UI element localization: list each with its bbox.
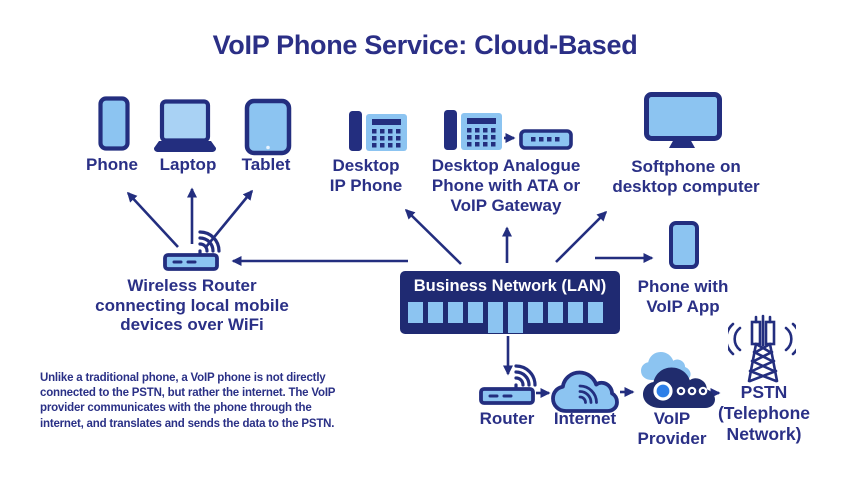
voip-app-phone-icon xyxy=(669,221,699,269)
page-title: VoIP Phone Service: Cloud-Based xyxy=(212,30,638,60)
voip-app-phone-label: Phone with VoIP App xyxy=(637,277,729,316)
tablet-label: Tablet xyxy=(241,155,291,174)
laptop-icon xyxy=(153,99,217,153)
lan-port xyxy=(408,302,423,323)
laptop-label: Laptop xyxy=(159,155,217,174)
softphone-label: Softphone on desktop computer xyxy=(612,157,760,196)
lan-port xyxy=(428,302,443,323)
lan-port xyxy=(468,302,483,323)
desk-phone-icon xyxy=(349,111,407,151)
arrow-lan-to-softphone xyxy=(555,210,608,263)
desktop-ip-phone-label: Desktop IP Phone xyxy=(329,156,403,195)
lan-box: Business Network (LAN) xyxy=(400,271,620,334)
ata-adapter-icon xyxy=(519,129,573,150)
arrow-lan-to-desktop-ip-phone xyxy=(404,208,462,265)
wireless-router-label: Wireless Router connecting local mobile … xyxy=(95,276,289,334)
analogue-phone-icon xyxy=(444,110,502,150)
voip-provider-icon xyxy=(641,352,715,408)
lan-port xyxy=(448,302,463,323)
arrow-router-to-phone xyxy=(126,191,179,248)
lan-port xyxy=(508,302,523,333)
monitor-icon xyxy=(644,92,722,148)
tablet-icon xyxy=(244,98,292,156)
phone-label: Phone xyxy=(86,155,138,174)
lan-port xyxy=(528,302,543,323)
voip-provider-label: VoIP Provider xyxy=(637,409,707,448)
router-icon xyxy=(479,364,537,405)
analogue-phone-label: Desktop Analogue Phone with ATA or VoIP … xyxy=(431,156,581,215)
lan-label: Business Network (LAN) xyxy=(413,277,607,295)
smartphone-icon xyxy=(98,96,130,151)
radio-tower-icon xyxy=(728,314,796,383)
note-text: Unlike a traditional phone, a VoIP phone… xyxy=(40,372,336,430)
lan-port xyxy=(548,302,563,323)
router-label: Router xyxy=(479,409,535,428)
lan-port xyxy=(568,302,583,323)
lan-port xyxy=(588,302,603,323)
wifi-router-icon xyxy=(163,230,221,271)
lan-port xyxy=(488,302,503,333)
internet-label: Internet xyxy=(553,409,617,428)
internet-cloud-icon xyxy=(551,370,619,413)
pstn-label: PSTN (Telephone Network) xyxy=(717,382,811,444)
